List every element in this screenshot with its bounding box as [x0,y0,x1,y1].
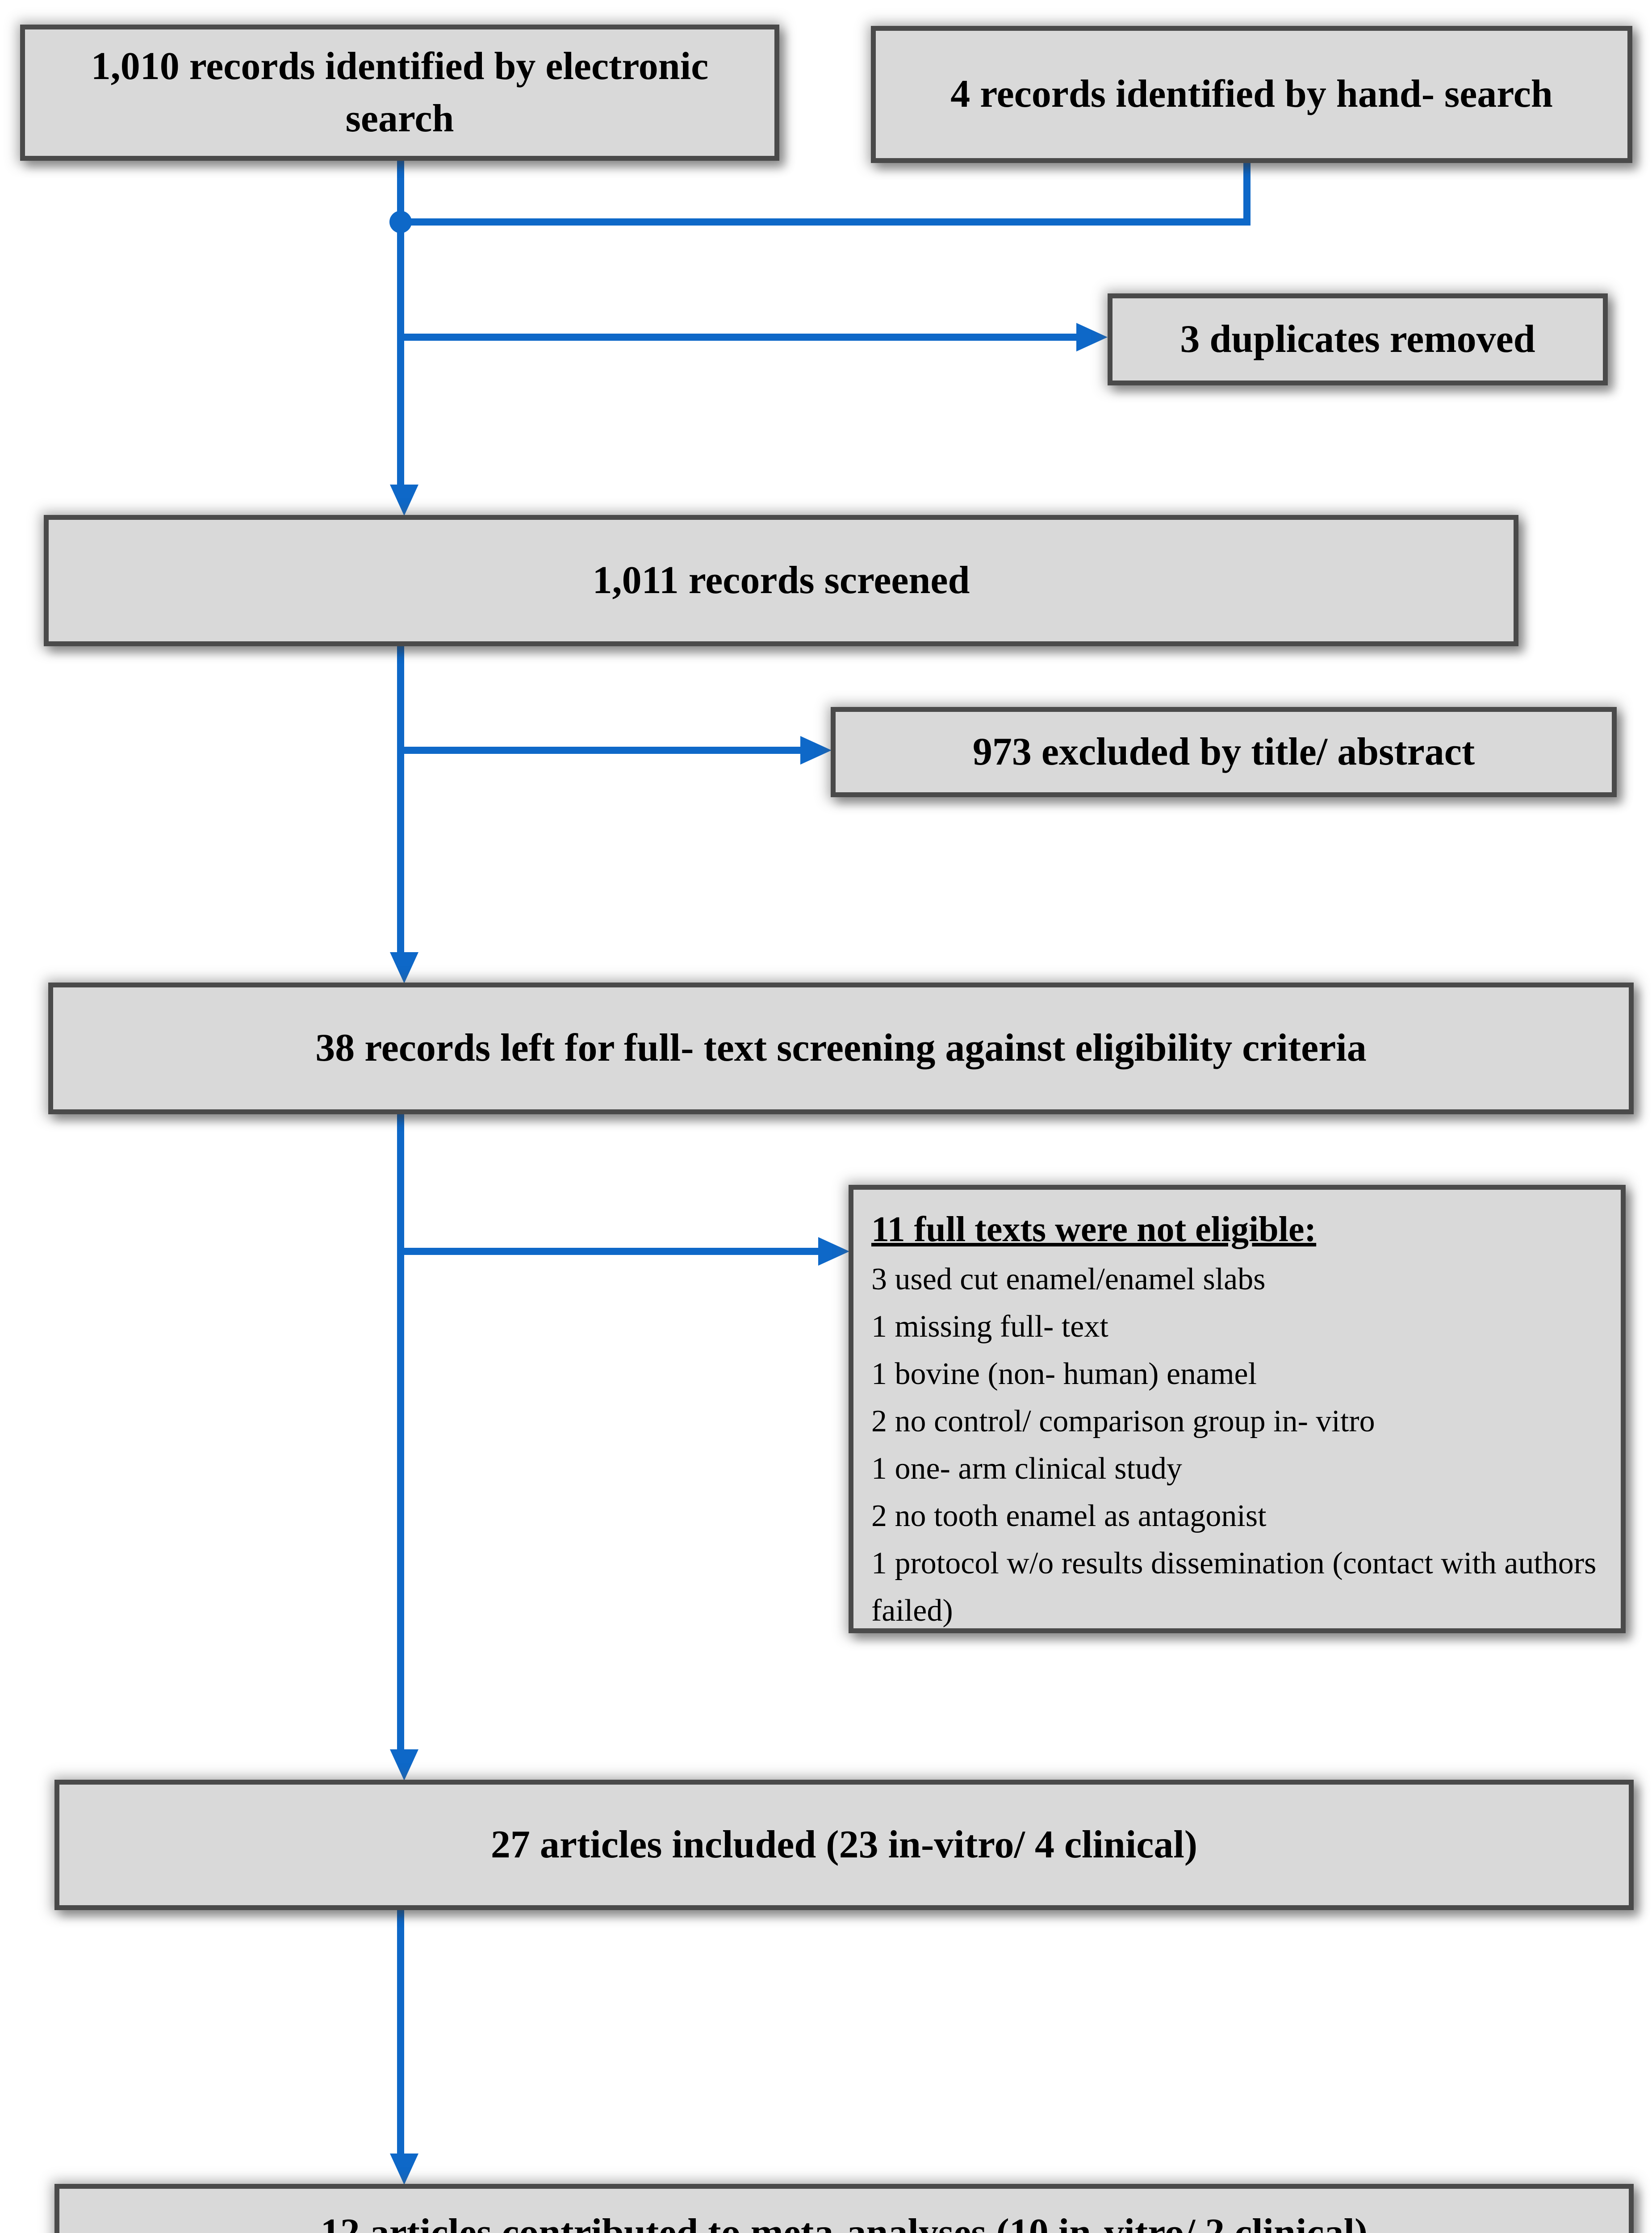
box-excluded-title-abstract-label: 973 excluded by title/ abstract [972,730,1475,774]
arrow-line-hand-search-drop [1243,162,1251,226]
arrowhead-into-excluded [800,736,832,765]
arrowhead-into-duplicates [1076,323,1108,351]
not-eligible-item: 2 no control/ comparison group in- vitro [871,1404,1375,1438]
arrow-line-fulltext-to-included [397,1114,404,1750]
not-eligible-heading: 11 full texts were not eligible: [871,1210,1317,1249]
arrowhead-into-meta [390,2154,418,2185]
not-eligible-item: 2 no tooth enamel as antagonist [871,1499,1267,1533]
arrow-line-hand-search-merge [401,218,1251,226]
arrowhead-into-fulltext [390,952,418,983]
not-eligible-item: 1 protocol w/o results dissemination (co… [871,1546,1597,1628]
box-records-electronic-search-label: 1,010 records identified by electronic s… [91,45,709,140]
box-articles-included-label: 27 articles included (23 in-vitro/ 4 cli… [490,1823,1198,1866]
arrowhead-into-included [390,1749,418,1781]
box-fulltext-screening-label: 38 records left for full- text screening… [315,1026,1367,1070]
arrow-line-screened-to-fulltext [397,646,404,954]
not-eligible-item: 1 bovine (non- human) enamel [871,1357,1257,1391]
not-eligible-item: 1 missing full- text [871,1309,1108,1344]
box-records-screened-label: 1,011 records screened [592,558,970,602]
arrowhead-into-screened [390,485,418,516]
box-duplicates-removed-label: 3 duplicates removed [1180,317,1535,361]
box-records-hand-search: 4 records identified by hand- search [871,26,1632,163]
box-articles-included: 27 articles included (23 in-vitro/ 4 cli… [54,1780,1634,1910]
not-eligible-item: 1 one- arm clinical study [871,1451,1182,1486]
box-fulltext-screening: 38 records left for full- text screening… [48,983,1634,1114]
arrowhead-into-not-eligible [818,1237,849,1266]
box-records-screened: 1,011 records screened [44,515,1518,646]
box-fulltexts-not-eligible: 11 full texts were not eligible: 3 used … [849,1185,1626,1633]
box-records-hand-search-label: 4 records identified by hand- search [950,72,1553,116]
arrow-line-to-not-eligible [401,1248,820,1255]
arrow-line-electronic-to-screened [397,160,404,487]
box-duplicates-removed: 3 duplicates removed [1108,293,1608,385]
box-excluded-title-abstract: 973 excluded by title/ abstract [831,707,1617,797]
junction-dot [389,211,412,233]
box-meta-analyses-label: 12 articles contributed to meta-analyses… [320,2211,1368,2233]
arrow-line-to-duplicates [401,334,1078,341]
not-eligible-item: 3 used cut enamel/enamel slabs [871,1262,1266,1296]
box-meta-analyses: 12 articles contributed to meta-analyses… [54,2184,1634,2233]
arrow-line-to-excluded [401,747,803,754]
box-records-electronic-search: 1,010 records identified by electronic s… [20,25,779,161]
arrow-line-included-to-meta [397,1910,404,2154]
